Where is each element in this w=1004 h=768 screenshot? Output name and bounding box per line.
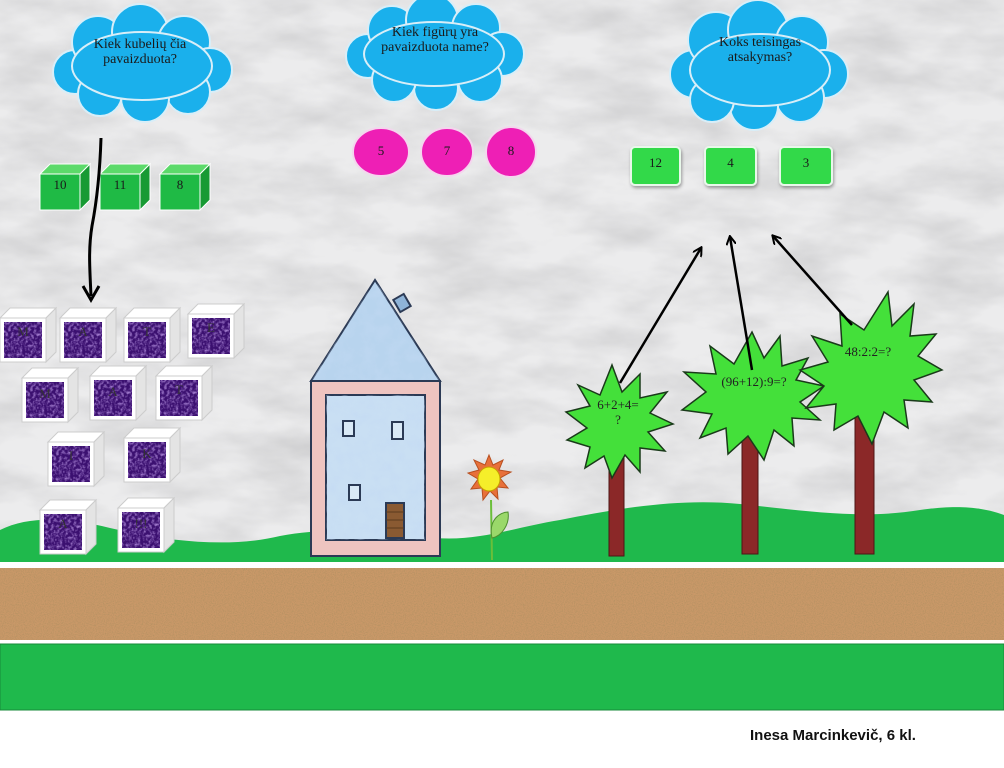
answer-cubes[interactable]: [38, 162, 212, 212]
question-2-text: Kiek figūrų yra pavaizduota name?: [381, 25, 489, 55]
letter-cube-label: T: [175, 382, 183, 397]
answer-cube-8[interactable]: [158, 162, 212, 212]
arrow-to-cubes: [88, 137, 103, 297]
answer-oval-label[interactable]: 8: [507, 143, 515, 158]
flower-head: [477, 466, 501, 492]
answer-cube-label[interactable]: 10: [53, 177, 67, 192]
leaf: [490, 511, 509, 539]
answer-oval-label[interactable]: 7: [443, 143, 451, 158]
answer-box-label[interactable]: 4: [727, 155, 734, 170]
author-credit: Inesa Marcinkevič, 6 kl.: [750, 727, 916, 744]
answer-cube-11[interactable]: [98, 162, 152, 212]
window-3: [348, 484, 361, 501]
answer-cube-label[interactable]: 8: [176, 177, 184, 192]
answer-box-label[interactable]: 12: [649, 155, 662, 170]
answer-box-4[interactable]: [704, 146, 757, 186]
window-1: [342, 420, 355, 437]
letter-cube-label: T: [143, 324, 151, 339]
answer-ovals[interactable]: [352, 126, 537, 178]
answer-oval-5[interactable]: [352, 127, 410, 177]
letter-cube-label: I: [68, 448, 74, 463]
letter-cube-1: [0, 306, 58, 364]
question-cloud-2: [345, 0, 525, 111]
letter-cube-label: M: [17, 324, 29, 339]
answer-box-label[interactable]: 3: [802, 155, 810, 170]
question-1-text: Kiek kubelių čia pavaizduota?: [93, 37, 187, 67]
tree-2: [680, 330, 826, 555]
answer-oval-7[interactable]: [420, 127, 474, 177]
bottom-grass: [0, 643, 1004, 711]
white-strip-bottom: [0, 640, 1004, 644]
letter-cube-8: [46, 430, 106, 488]
letter-cubes: [0, 302, 246, 556]
letter-cube-3: [122, 306, 182, 364]
answer-box-3[interactable]: [779, 146, 833, 186]
letter-cube-label: M: [39, 386, 51, 401]
chimney: [391, 292, 413, 314]
tree-1-expression: 6+2+4= ?: [597, 397, 639, 427]
question-3-text: Koks teisingas atsakymas?: [718, 35, 802, 65]
letter-cube-label: A: [108, 384, 118, 399]
answer-boxes[interactable]: [630, 146, 833, 186]
cork-ground: [0, 568, 1004, 640]
letter-cube-5: [20, 366, 80, 424]
letter-cube-11: [116, 496, 176, 554]
letter-cube-9: [122, 426, 182, 484]
answer-box-12[interactable]: [630, 146, 681, 186]
letter-cube-7: [154, 364, 214, 422]
question-cloud-3: [669, 0, 849, 131]
letter-cube-label: A: [58, 516, 68, 531]
tree-3: [798, 289, 944, 555]
tree-2-expression: (96+12):9=?: [721, 374, 787, 389]
tree-1: [564, 362, 676, 557]
letter-cube-2: [58, 306, 118, 364]
window-2: [391, 421, 404, 440]
letter-cube-6: [88, 364, 148, 422]
tree-3-expression: 48:2:2=?: [844, 344, 892, 359]
letter-cube-4: [186, 302, 246, 360]
arrow-to-cubes-head: [81, 285, 101, 304]
arrows-to-answers: [618, 236, 853, 384]
answer-oval-label[interactable]: 5: [377, 143, 385, 158]
letter-cube-label: !!!: [134, 516, 148, 531]
answer-cube-label[interactable]: 11: [113, 177, 127, 192]
white-strip-top: [0, 562, 1004, 568]
letter-cube-label: K: [142, 446, 152, 461]
letter-cube-10: [38, 498, 98, 556]
letter-cube-label: E: [207, 320, 215, 335]
question-cloud-1: [52, 3, 233, 123]
house: [309, 278, 442, 557]
letter-cube-label: A: [78, 324, 88, 339]
answer-oval-8[interactable]: [485, 126, 537, 178]
answer-cube-10[interactable]: [38, 162, 92, 212]
sunflower: [466, 453, 513, 561]
